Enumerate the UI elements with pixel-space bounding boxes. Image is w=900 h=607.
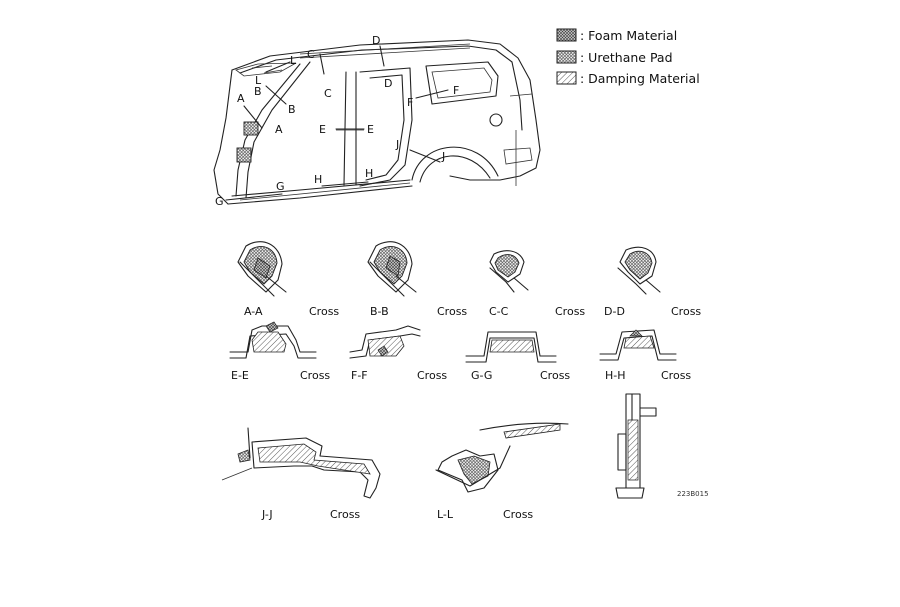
section-cc: C-C Cross bbox=[489, 250, 585, 318]
callout-b-1: B bbox=[254, 85, 262, 98]
callout-c-1: C bbox=[307, 48, 315, 61]
section-cc-word: Cross bbox=[555, 305, 585, 318]
cut-line-d bbox=[379, 45, 385, 67]
section-aa-name: A-A bbox=[244, 305, 263, 318]
callout-a-2: A bbox=[275, 123, 283, 136]
section-dd-word: Cross bbox=[671, 305, 701, 318]
rear-door-opening bbox=[359, 67, 413, 187]
rear-wheel-arch bbox=[411, 146, 499, 181]
section-ll-word: Cross bbox=[503, 508, 533, 521]
callout-c-2: C bbox=[324, 87, 332, 100]
legend-item-foam: : Foam Material bbox=[556, 28, 677, 43]
section-ee-name: E-E bbox=[231, 369, 249, 382]
section-cut-marks bbox=[225, 45, 449, 201]
cut-line-j bbox=[409, 149, 441, 163]
quarter-window bbox=[425, 61, 499, 105]
section-gg-word: Cross bbox=[540, 369, 570, 382]
roof-outline bbox=[231, 39, 531, 81]
section-ee-word: Cross bbox=[300, 369, 330, 382]
section-hh: H-H Cross bbox=[599, 329, 691, 382]
cut-line-h bbox=[321, 181, 369, 187]
section-ff-name: F-F bbox=[351, 369, 368, 382]
clip-detail: 223B015 bbox=[615, 393, 709, 499]
callout-e-1: E bbox=[319, 123, 326, 136]
callout-e-2: E bbox=[367, 123, 374, 136]
cut-line-c bbox=[319, 53, 325, 75]
front-pad-upper bbox=[243, 121, 259, 136]
section-jj-word: Cross bbox=[330, 508, 360, 521]
section-gg: G-G Cross bbox=[465, 331, 570, 382]
callout-d-1: D bbox=[372, 34, 380, 47]
rear-quarter-panel bbox=[449, 79, 541, 181]
figure-code: 223B015 bbox=[677, 490, 709, 498]
legend-damping-label: : Damping Material bbox=[580, 71, 700, 86]
cut-line-b bbox=[265, 85, 287, 105]
section-dd: D-D Cross bbox=[604, 246, 701, 318]
section-ll-name: L-L bbox=[437, 508, 454, 521]
rocker-sill bbox=[227, 185, 413, 205]
callout-f-2: F bbox=[453, 84, 459, 97]
legend-urethane-label: : Urethane Pad bbox=[580, 50, 673, 65]
section-dd-name: D-D bbox=[604, 305, 625, 318]
vehicle-body-drawing bbox=[213, 39, 541, 205]
callout-l-2: L bbox=[255, 74, 262, 87]
section-ff: F-F Cross bbox=[349, 325, 447, 382]
section-jj: J-J Cross bbox=[221, 427, 381, 521]
section-hh-name: H-H bbox=[605, 369, 626, 382]
legend-foam-label: : Foam Material bbox=[580, 28, 677, 43]
section-jj-name: J-J bbox=[261, 508, 273, 521]
callout-b-2: B bbox=[288, 103, 296, 116]
legend-item-damping: : Damping Material bbox=[556, 71, 700, 86]
front-pillar bbox=[213, 69, 233, 205]
callout-h-2: H bbox=[365, 167, 373, 180]
legend-item-urethane: : Urethane Pad bbox=[556, 50, 673, 65]
cut-line-g bbox=[225, 193, 283, 201]
front-pad-lower bbox=[236, 147, 252, 163]
callout-g-1: G bbox=[215, 195, 224, 208]
section-bb-name: B-B bbox=[370, 305, 389, 318]
callout-labels: A A B B L L C C D D E E F F G G H H J J bbox=[215, 34, 459, 208]
callout-l-1: L bbox=[290, 54, 297, 67]
section-ee: E-E Cross bbox=[229, 321, 330, 382]
legend: : Foam Material : Urethane Pad : Damping… bbox=[556, 28, 700, 86]
callout-g-2: G bbox=[276, 180, 285, 193]
section-gg-name: G-G bbox=[471, 369, 492, 382]
callout-f-1: F bbox=[407, 96, 413, 109]
section-ff-word: Cross bbox=[417, 369, 447, 382]
damping-swatch bbox=[556, 71, 577, 85]
section-ll: L-L Cross bbox=[435, 422, 569, 521]
callout-j-1: J bbox=[395, 138, 399, 151]
section-bb: B-B Cross bbox=[367, 241, 467, 318]
callout-h-1: H bbox=[314, 173, 322, 186]
cut-line-f bbox=[415, 89, 449, 99]
cut-line-l bbox=[265, 61, 291, 73]
callout-d-2: D bbox=[384, 77, 392, 90]
foam-swatch bbox=[556, 28, 577, 42]
section-hh-word: Cross bbox=[661, 369, 691, 382]
fuel-lid bbox=[489, 113, 503, 127]
section-aa-word: Cross bbox=[309, 305, 339, 318]
callout-a-1: A bbox=[237, 92, 245, 105]
section-cc-name: C-C bbox=[489, 305, 509, 318]
roof-panel bbox=[235, 62, 297, 77]
section-bb-word: Cross bbox=[437, 305, 467, 318]
urethane-swatch bbox=[556, 50, 577, 64]
section-aa: A-A Cross bbox=[237, 241, 339, 318]
callout-j-2: J bbox=[441, 150, 445, 163]
cut-line-a bbox=[243, 105, 263, 129]
